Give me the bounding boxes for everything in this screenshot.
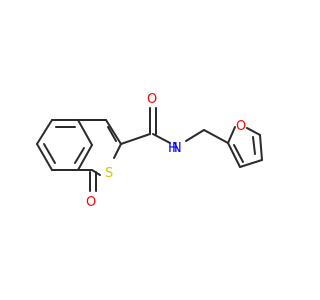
- atom-label-nitrogen: N: [172, 141, 182, 156]
- bond: [77, 144, 93, 171]
- bond: [113, 143, 122, 159]
- bond: [185, 129, 205, 142]
- atom-label-oxygen-keto: O: [86, 195, 96, 210]
- atom-label-hydrogen: H: [168, 141, 178, 156]
- bond: [43, 143, 56, 164]
- bond: [227, 126, 236, 144]
- bond: [259, 134, 263, 161]
- bond: [203, 129, 229, 144]
- atom-label-oxygen-furan: O: [236, 119, 246, 134]
- bond: [107, 126, 117, 142]
- bond: [246, 127, 261, 136]
- atom-label-sulfur: S: [105, 166, 113, 181]
- bond: [36, 143, 53, 171]
- bond: [233, 144, 244, 163]
- bond: [239, 159, 263, 168]
- bond: [74, 147, 85, 164]
- benzene-ring: [36, 119, 93, 171]
- thiopyranone-ring: [77, 119, 122, 192]
- bond: [152, 133, 171, 144]
- molecule-diagram: O N H S O O: [36, 92, 263, 210]
- bond: [77, 119, 93, 146]
- bond: [227, 142, 241, 168]
- furan-ring: [203, 126, 263, 168]
- amide-group: [120, 107, 205, 145]
- bond: [105, 119, 122, 145]
- atom-label-oxygen: O: [147, 92, 157, 107]
- bond: [120, 133, 151, 145]
- bond: [36, 119, 53, 145]
- bond: [252, 136, 256, 155]
